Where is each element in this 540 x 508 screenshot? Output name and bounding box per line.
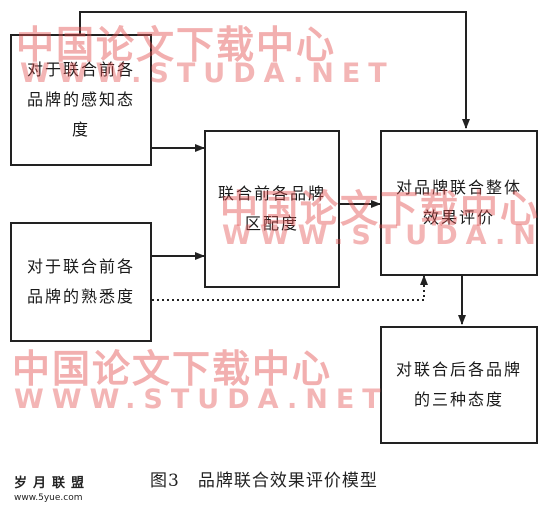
box-perception: 对于联合前各品牌的感知态度 — [10, 34, 152, 166]
logo-url: www.5yue.com — [14, 493, 83, 503]
box-perception-label: 对于联合前各品牌的感知态度 — [26, 60, 135, 139]
box-familiarity: 对于联合前各品牌的熟悉度 — [10, 222, 152, 342]
site-logo: 岁月联盟 www.5yue.com — [14, 472, 104, 503]
box-overall-evaluation-label: 对品牌联合整体效果评价 — [395, 178, 522, 227]
box-overall-evaluation: 对品牌联合整体效果评价 — [380, 130, 538, 276]
logo-name: 岁月联盟 — [14, 476, 91, 491]
box-post-attitude-label: 对联合后各品牌的三种态度 — [395, 360, 522, 409]
box-familiarity-label: 对于联合前各品牌的熟悉度 — [26, 257, 135, 306]
box-fit: 联合前各品牌区配度 — [204, 130, 340, 288]
box-fit-label: 联合前各品牌区配度 — [217, 184, 326, 233]
dotted-arrow-familiarity-to-overall — [152, 275, 428, 301]
box-post-attitude: 对联合后各品牌的三种态度 — [380, 326, 538, 444]
arrow-perception-to-overall — [79, 11, 470, 129]
figure-caption: 图3 品牌联合效果评价模型 — [150, 471, 378, 491]
